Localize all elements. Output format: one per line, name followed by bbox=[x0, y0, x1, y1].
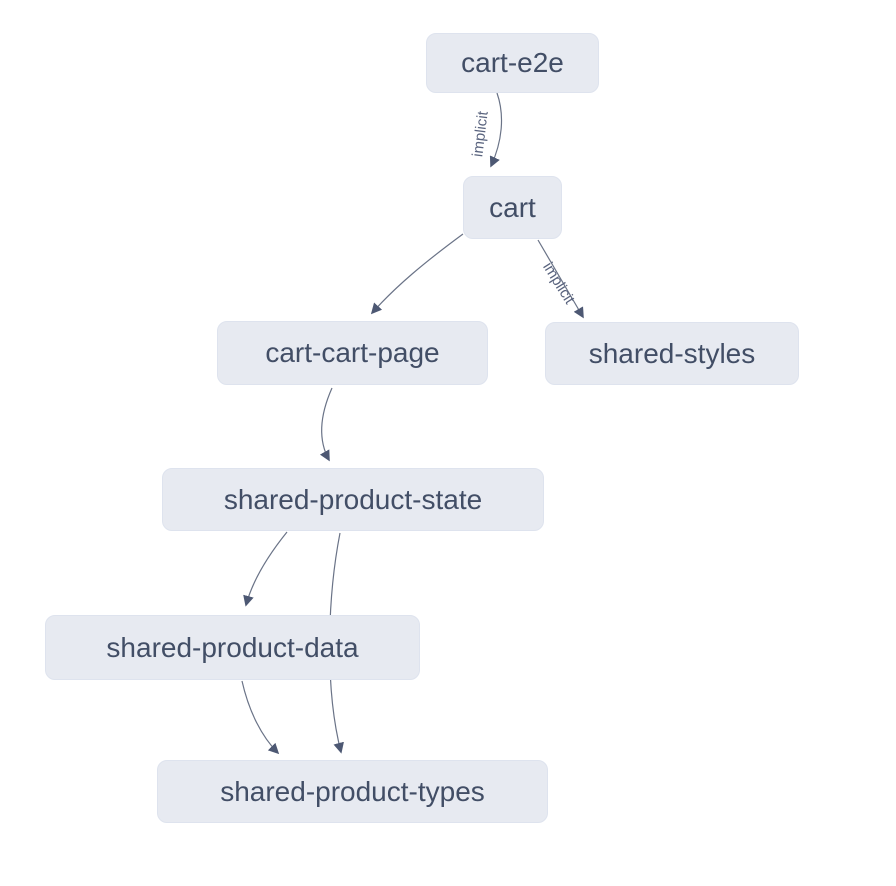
node-shared-styles[interactable]: shared-styles bbox=[545, 322, 799, 385]
node-shared-product-types-label: shared-product-types bbox=[220, 775, 485, 807]
edge-shared-product-data-to-shared-product-types bbox=[241, 680, 280, 755]
node-cart-cart-page-label: cart-cart-page bbox=[265, 337, 440, 368]
node-shared-product-types[interactable]: shared-product-types bbox=[157, 760, 548, 823]
node-cart[interactable]: cart bbox=[463, 176, 562, 239]
node-shared-styles-label: shared-styles bbox=[588, 337, 756, 369]
node-cart-e2e-label: cart-e2e bbox=[461, 47, 564, 78]
node-shared-product-state[interactable]: shared-product-state bbox=[162, 468, 544, 531]
edge-shared-product-state-to-shared-product-data bbox=[243, 531, 288, 607]
edge-cart-to-cart-cart-page bbox=[370, 233, 464, 315]
node-shared-product-state-label: shared-product-state bbox=[223, 483, 483, 515]
edge-cart-to-shared-styles bbox=[537, 239, 584, 319]
edge-label-implicit-cart-e2e-cart: implicit bbox=[469, 109, 492, 157]
edge-cart-e2e-to-cart bbox=[489, 92, 503, 168]
edge-cart-cart-page-to-shared-product-state bbox=[319, 387, 333, 462]
node-cart-label: cart bbox=[489, 191, 536, 223]
node-shared-product-data[interactable]: shared-product-data bbox=[45, 615, 420, 680]
node-cart-cart-page[interactable]: cart-cart-page bbox=[217, 321, 488, 385]
node-shared-product-data-label: shared-product-data bbox=[106, 631, 359, 663]
node-cart-e2e[interactable]: cart-e2e bbox=[426, 33, 599, 93]
edge-label-implicit-cart-shared-styles: implicit bbox=[539, 259, 578, 308]
